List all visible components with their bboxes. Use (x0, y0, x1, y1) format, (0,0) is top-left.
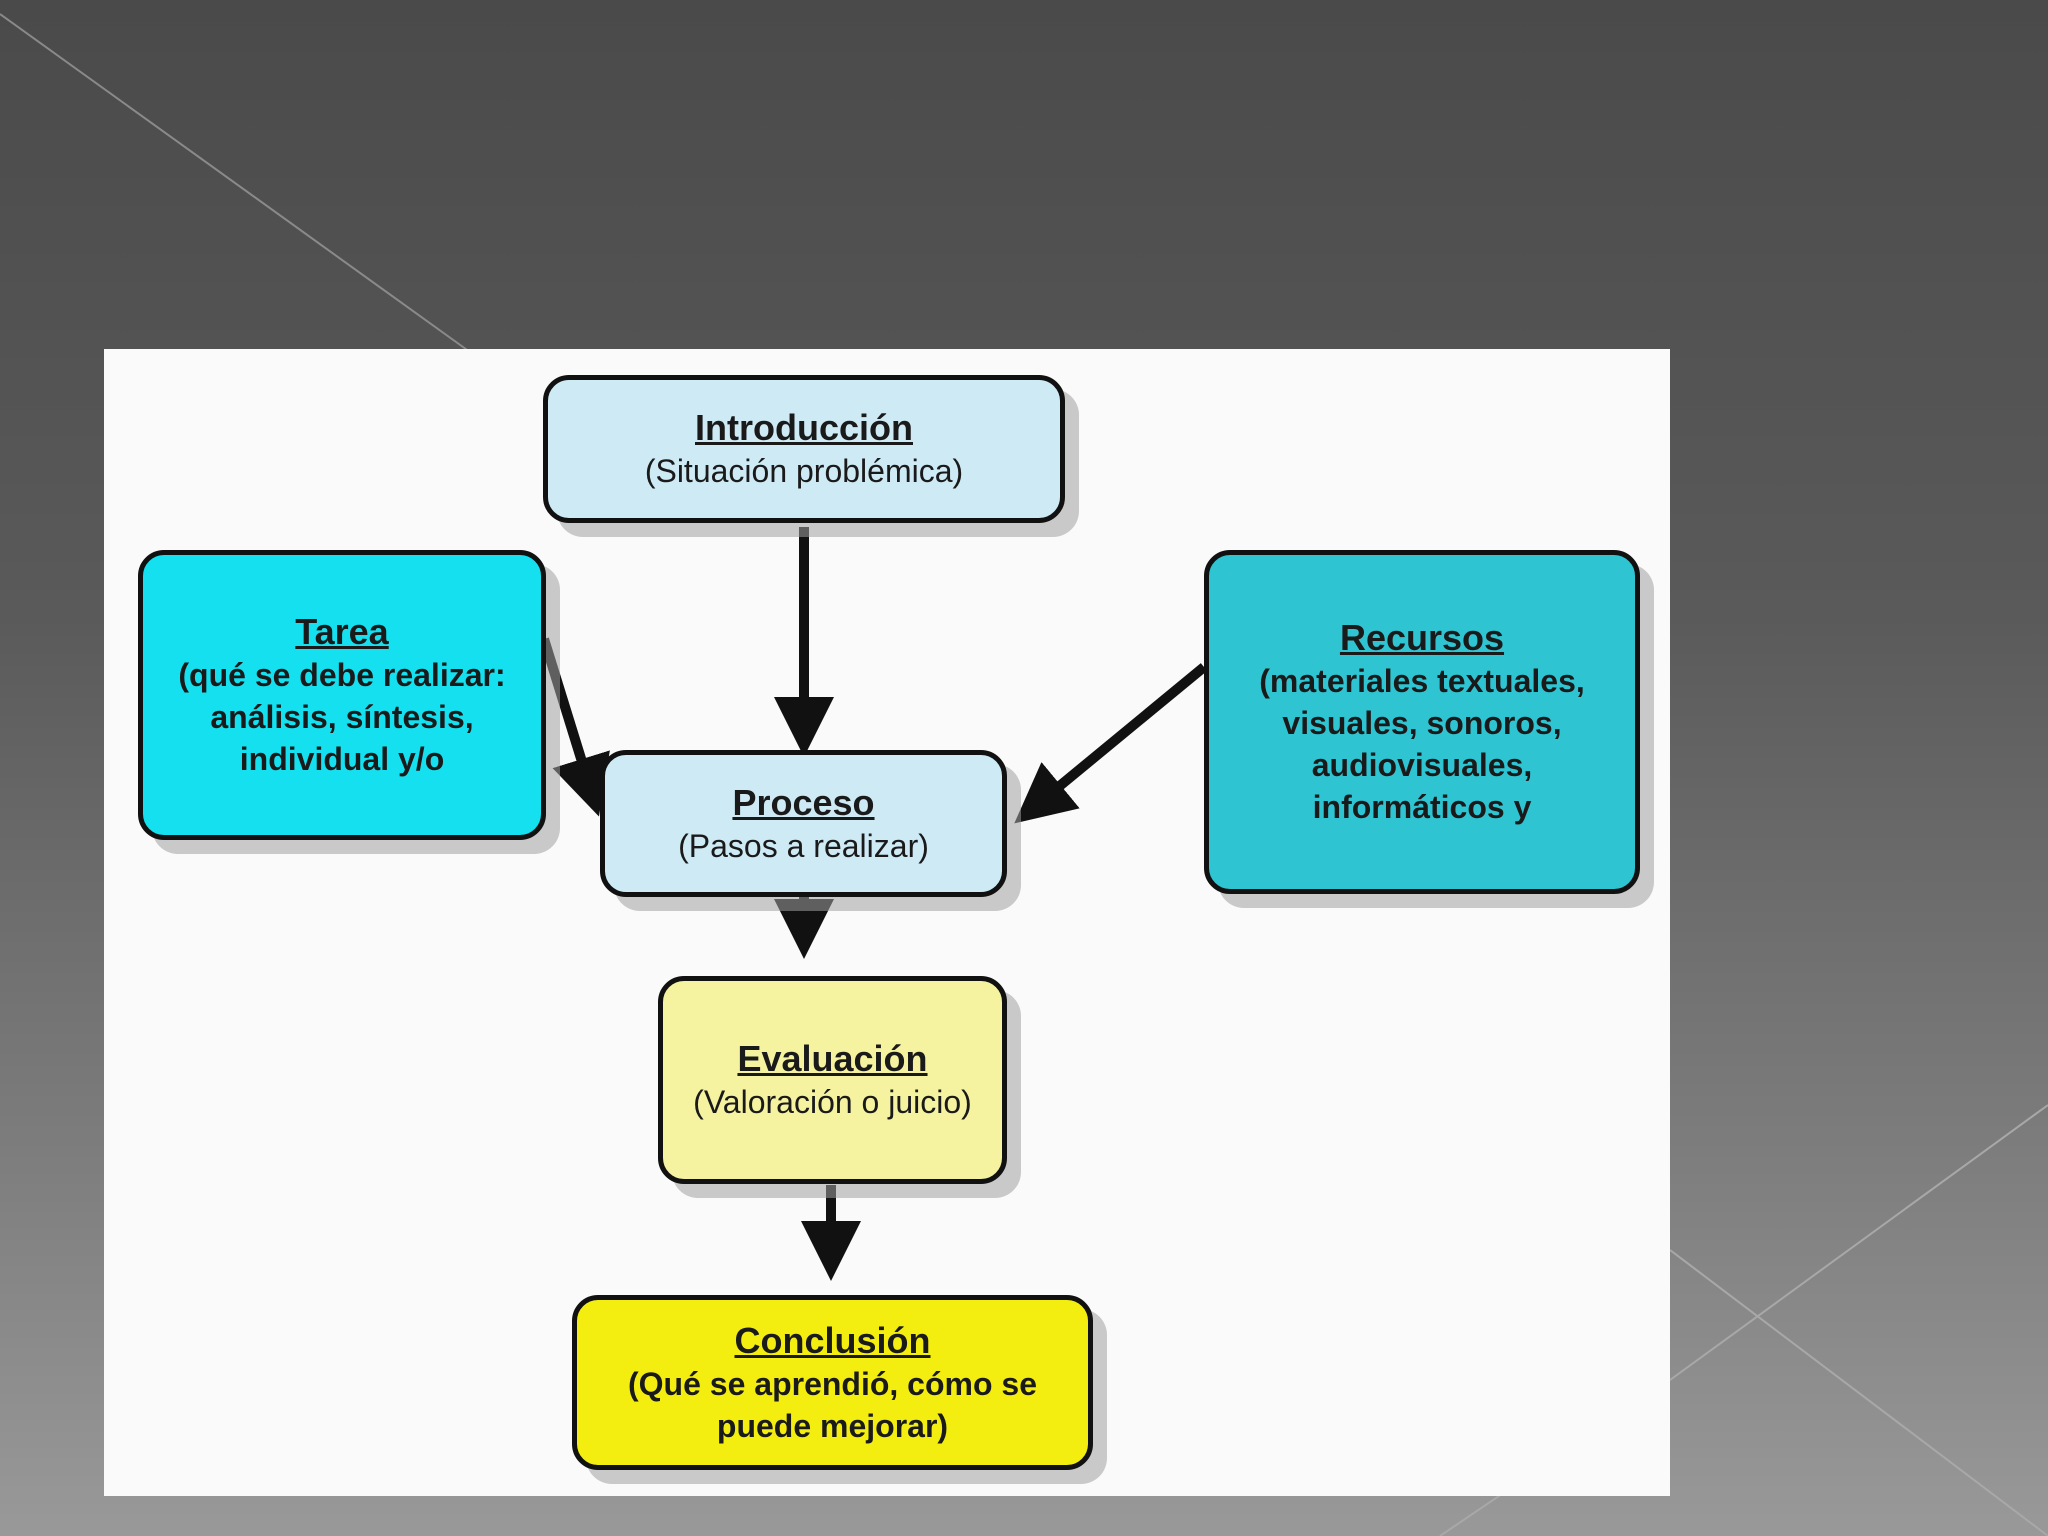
node-recursos-title: Recursos (1339, 617, 1505, 658)
node-proceso: Proceso (Pasos a realizar) (600, 750, 1007, 897)
flow-diagram: Introducción (Situación problémica) Tare… (104, 349, 1670, 1496)
node-proceso-title: Proceso (732, 781, 875, 823)
node-evaluacion-desc: (Valoración o juicio) (693, 1084, 972, 1120)
node-introduccion-desc: (Situación problémica) (644, 453, 964, 489)
node-proceso-desc: (Pasos a realizar) (678, 827, 929, 864)
node-tarea-title: Tarea (295, 611, 389, 652)
node-conclusion-desc: (Qué se aprendió, cómo se puede mejorar) (628, 1365, 1037, 1444)
node-evaluacion: Evaluación (Valoración o juicio) (658, 976, 1007, 1184)
node-recursos-desc: (materiales textuales, visuales, sonoros… (1259, 663, 1585, 825)
node-introduccion: Introducción (Situación problémica) (543, 375, 1065, 523)
arrow-recursos-proceso (1014, 663, 1208, 824)
node-conclusion: Conclusión (Qué se aprendió, cómo se pue… (572, 1295, 1093, 1470)
node-recursos: Recursos (materiales textuales, visuales… (1204, 550, 1640, 894)
node-tarea: Tarea (qué se debe realizar: análisis, s… (138, 550, 546, 840)
node-conclusion-title: Conclusión (734, 1319, 931, 1361)
node-tarea-desc: (qué se debe realizar: análisis, síntesi… (178, 657, 506, 777)
node-introduccion-title: Introducción (695, 407, 913, 448)
node-evaluacion-title: Evaluación (737, 1038, 928, 1079)
arrow-tarea-proceso (539, 637, 610, 817)
